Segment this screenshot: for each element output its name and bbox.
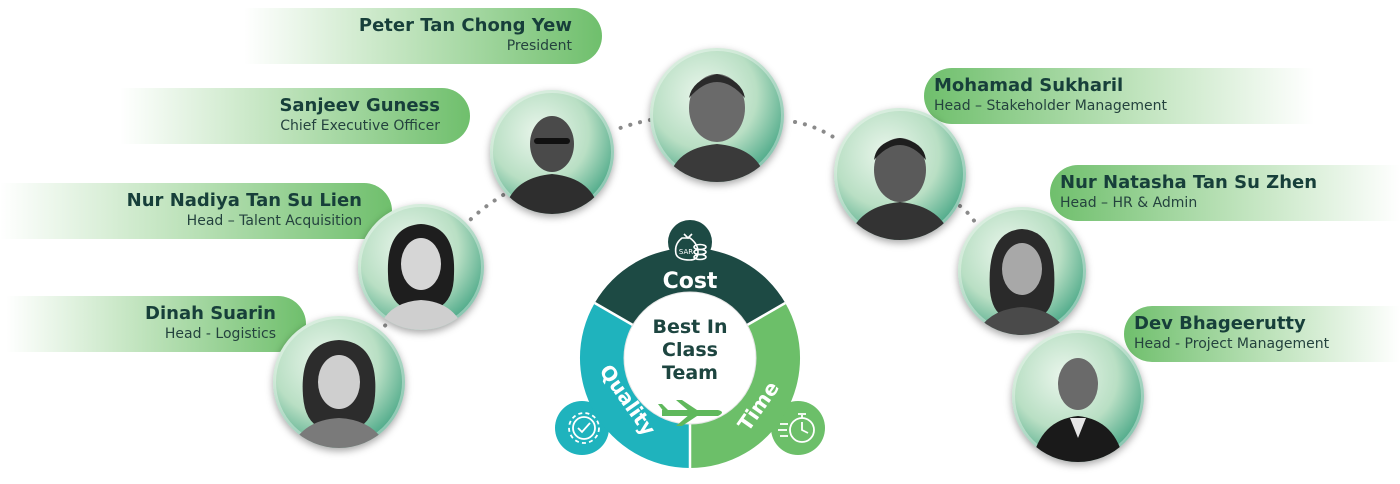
person-silhouette-icon xyxy=(1032,358,1124,462)
member-role: Head – Talent Acquisition xyxy=(186,213,362,229)
member-name: Nur Nadiya Tan Su Lien xyxy=(126,190,362,211)
connector-stakeholder-hr xyxy=(958,204,977,224)
banner-hr-admin: Nur Natasha Tan Su Zhen Head – HR & Admi… xyxy=(1050,165,1400,221)
center-line: Team xyxy=(662,362,718,384)
connector-president-stakeholder xyxy=(793,120,840,142)
banner-logistics: Dinah Suarin Head - Logistics xyxy=(6,296,306,352)
gear-check-icon xyxy=(568,412,600,444)
member-role: Head – Stakeholder Management xyxy=(934,98,1167,114)
portrait-president xyxy=(650,48,784,182)
banner-ceo: Sanjeev Guness Chief Executive Officer xyxy=(120,88,470,144)
banner-project-management: Dev Bhageerutty Head - Project Managemen… xyxy=(1124,306,1400,362)
person-silhouette-icon xyxy=(378,224,464,330)
portrait-hr-admin xyxy=(958,207,1086,335)
member-role: Head - Project Management xyxy=(1134,336,1330,352)
member-role: Chief Executive Officer xyxy=(280,118,440,134)
member-name: Sanjeev Guness xyxy=(279,95,440,116)
portrait-ceo xyxy=(490,90,614,214)
connector-president-ceo xyxy=(610,118,652,133)
person-silhouette-icon xyxy=(976,229,1068,335)
center-title: Best In Class Team xyxy=(628,316,752,385)
portrait-stakeholder xyxy=(834,108,966,240)
banner-president: Peter Tan Chong Yew President xyxy=(244,8,602,64)
member-role: Head – HR & Admin xyxy=(1060,195,1198,211)
center-line: Best In xyxy=(652,316,728,338)
person-silhouette-icon xyxy=(504,116,600,214)
portrait-project-management xyxy=(1012,330,1144,462)
quality-lobe xyxy=(555,401,609,455)
cost-label: Cost xyxy=(663,269,718,294)
member-name: Dinah Suarin xyxy=(145,303,276,324)
person-silhouette-icon xyxy=(848,138,952,240)
banner-talent-acquisition: Nur Nadiya Tan Su Lien Head – Talent Acq… xyxy=(0,183,392,239)
portrait-logistics xyxy=(273,316,405,448)
time-segment xyxy=(690,303,801,468)
person-silhouette-icon xyxy=(668,74,766,182)
member-name: Mohamad Sukharil xyxy=(934,75,1124,96)
member-name: Peter Tan Chong Yew xyxy=(358,15,572,36)
member-role: Head - Logistics xyxy=(164,326,276,342)
airplane-icon xyxy=(658,400,722,426)
center-line: Class xyxy=(662,339,718,361)
member-name: Dev Bhageerutty xyxy=(1134,313,1306,334)
person-silhouette-icon xyxy=(291,340,387,448)
best-in-class-cycle: Cost Quality Time SAR xyxy=(555,220,825,468)
portrait-talent-acquisition xyxy=(358,204,484,330)
member-name: Nur Natasha Tan Su Zhen xyxy=(1060,172,1318,193)
money-bag-coins-icon xyxy=(674,233,707,261)
sar-badge: SAR xyxy=(679,248,693,256)
cost-segment xyxy=(594,247,786,325)
quality-segment xyxy=(579,303,690,468)
banner-stakeholder: Mohamad Sukharil Head – Stakeholder Mana… xyxy=(924,68,1314,124)
stopwatch-icon xyxy=(778,413,815,443)
member-role: President xyxy=(506,38,572,54)
time-lobe xyxy=(771,401,825,455)
